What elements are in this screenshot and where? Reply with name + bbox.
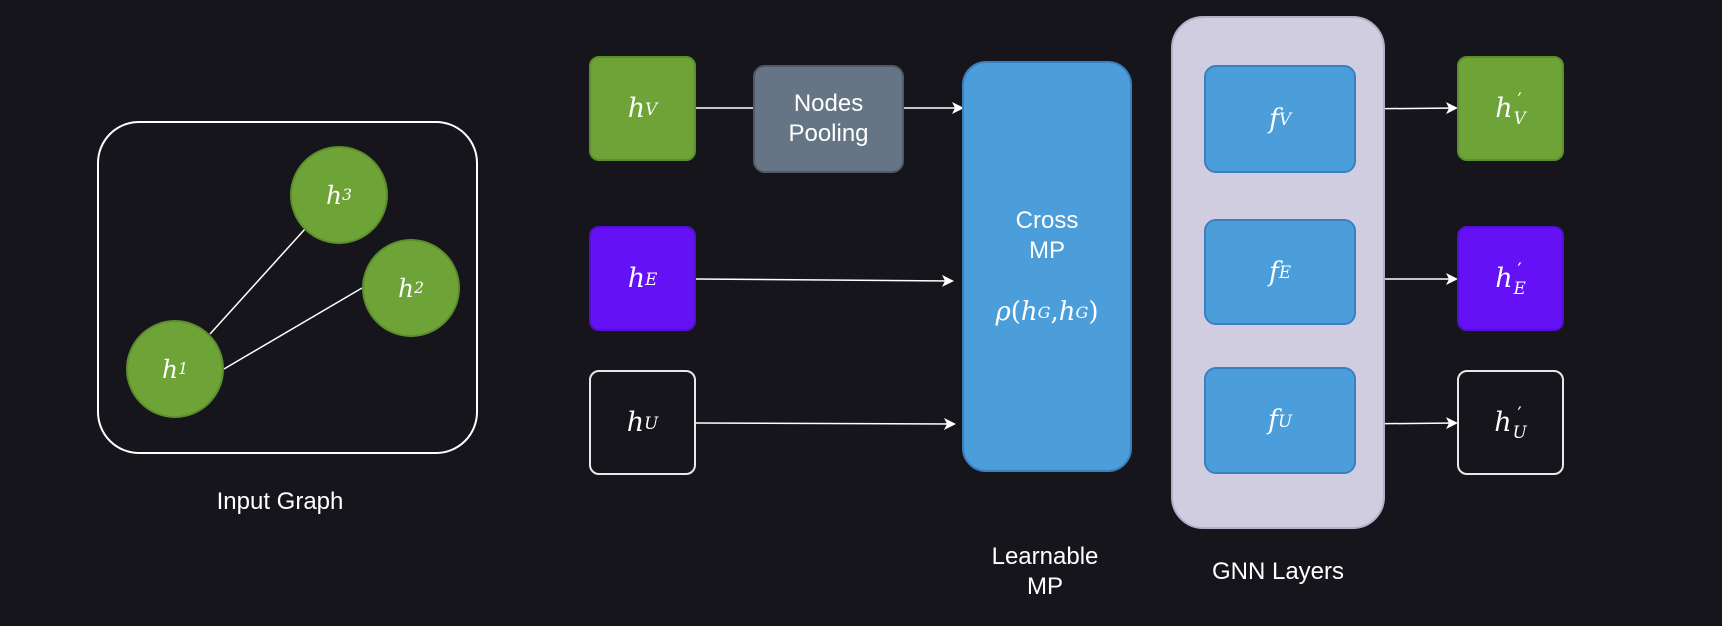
cross-mp-line2: MP xyxy=(1029,237,1065,264)
cross-mp-box xyxy=(962,61,1132,472)
learnable-mp-caption: Learnable MP xyxy=(960,540,1130,604)
graph-edge-h1-h3 xyxy=(209,228,306,335)
nodes-pooling-box: Nodes Pooling xyxy=(753,65,904,173)
output-hu-prime: h′U xyxy=(1457,370,1564,475)
cross-mp-line1: Cross xyxy=(1015,207,1079,234)
nodes-pooling-line1: Nodes xyxy=(793,90,864,117)
learnable-mp-line1: Learnable xyxy=(991,543,1099,570)
output-he-prime: h′E xyxy=(1457,226,1564,331)
arrow-hu-crossmp xyxy=(695,417,956,430)
input-graph-frame xyxy=(97,121,478,454)
input-graph-caption: Input Graph xyxy=(216,488,344,515)
learnable-mp-line2: MP xyxy=(1027,573,1063,600)
gnn-layers-caption: GNN Layers xyxy=(1211,558,1345,585)
cross-mp-title: Cross MP xyxy=(962,204,1132,268)
output-hv-prime: h′V xyxy=(1457,56,1564,161)
arrow-he-crossmp xyxy=(695,274,954,287)
nodes-pooling-line2: Pooling xyxy=(788,120,869,147)
graph-edge-h1-h2 xyxy=(223,287,363,370)
